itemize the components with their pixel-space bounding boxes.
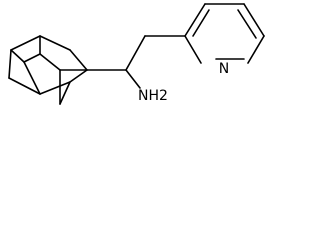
bond — [59, 81, 71, 105]
bond — [10, 49, 25, 63]
bond — [69, 49, 88, 71]
side-chain — [86, 35, 186, 89]
bond — [125, 35, 146, 71]
bond — [8, 77, 41, 95]
bond — [125, 69, 141, 89]
bond — [23, 61, 41, 95]
amine-label: NH2 — [138, 88, 168, 104]
bond — [184, 3, 206, 37]
double-bond-inner — [192, 9, 210, 37]
adamantane-cage — [8, 35, 88, 105]
bond — [10, 35, 41, 51]
bond — [23, 53, 41, 63]
pyridine-ring — [184, 3, 265, 64]
bond — [39, 53, 61, 71]
bond — [247, 35, 265, 64]
bond — [39, 35, 71, 51]
double-bond-inner — [237, 9, 257, 39]
bond — [69, 69, 88, 83]
molecule-diagram: N NH2 — [8, 3, 265, 105]
bond — [39, 81, 71, 95]
bond — [184, 35, 202, 64]
pyridine-nitrogen-label: N — [219, 61, 229, 77]
bond — [8, 49, 12, 79]
bond — [243, 3, 265, 37]
